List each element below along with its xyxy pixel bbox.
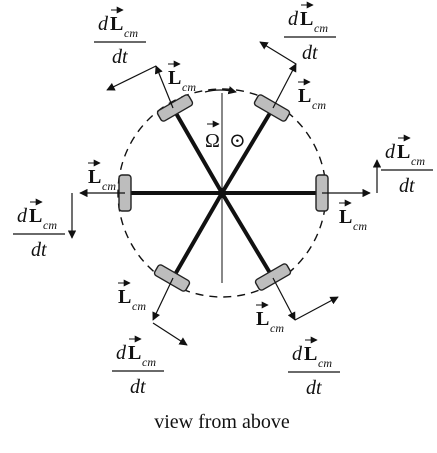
spoke-upper-right [220, 106, 275, 195]
svg-text:dt: dt [112, 46, 128, 68]
dL-arrow-lower-left [152, 322, 188, 346]
L-label-upper-right: L cm [298, 78, 326, 112]
dL-arrow-upper-left [106, 65, 157, 91]
L-arrow-upper-left [154, 65, 174, 109]
out-of-page-icon: ⊙ [229, 130, 246, 152]
L-label-lower-right: L cm [256, 301, 284, 335]
svg-text:cm: cm [312, 98, 326, 112]
svg-text:L: L [118, 286, 131, 308]
spokes [123, 106, 324, 280]
svg-text:L: L [110, 13, 123, 35]
L-label-left: L cm [88, 159, 116, 193]
dL-arrow-lower-right [294, 296, 339, 321]
svg-text:cm: cm [132, 299, 146, 313]
svg-text:L: L [256, 308, 269, 330]
svg-text:d: d [292, 343, 303, 365]
svg-text:dt: dt [399, 175, 415, 197]
svg-text:cm: cm [124, 26, 138, 40]
svg-text:dt: dt [31, 239, 47, 261]
svg-text:cm: cm [318, 356, 332, 370]
svg-text:dt: dt [130, 376, 146, 398]
dLdt-label-upper-right: d L cm dt [284, 1, 336, 64]
svg-text:L: L [397, 141, 410, 163]
disk-upper-right [253, 94, 291, 122]
svg-text:d: d [116, 342, 127, 364]
dLdt-label-right: d L cm dt [381, 134, 433, 197]
disk-lower-right [254, 263, 292, 291]
disk-upper-left [156, 94, 194, 122]
spoke-upper-left [171, 106, 224, 195]
L-label-right: L cm [339, 199, 367, 233]
svg-text:cm: cm [43, 218, 57, 232]
svg-text:L: L [128, 342, 141, 364]
omega-symbol: Ω [205, 130, 220, 152]
caption: view from above [154, 411, 290, 433]
svg-text:d: d [288, 8, 299, 30]
L-label-lower-left: L cm [118, 279, 146, 313]
omega-label: Ω ⊙ [205, 120, 246, 152]
spoke-lower-right [220, 191, 275, 280]
svg-text:L: L [298, 85, 311, 107]
L-arrow-lower-left [152, 277, 174, 321]
svg-text:cm: cm [270, 321, 284, 335]
svg-text:dt: dt [306, 377, 322, 399]
svg-text:L: L [88, 166, 101, 188]
rotation-direction-arrow [204, 86, 237, 95]
svg-text:cm: cm [314, 21, 328, 35]
dLdt-label-upper-left: d L cm dt [94, 6, 146, 68]
L-arrow-lower-right [272, 277, 296, 321]
L-arrow-upper-right [272, 63, 297, 109]
dLdt-label-left: d L cm dt [13, 198, 65, 261]
svg-text:cm: cm [411, 154, 425, 168]
svg-text:cm: cm [102, 179, 116, 193]
svg-text:L: L [168, 67, 181, 89]
svg-text:d: d [98, 13, 109, 35]
svg-text:cm: cm [182, 80, 196, 94]
svg-text:d: d [17, 205, 28, 227]
dL-arrow-upper-right [259, 41, 297, 65]
dLdt-label-lower-left: d L cm dt [112, 335, 164, 398]
svg-text:L: L [339, 206, 352, 228]
svg-text:dt: dt [302, 42, 318, 64]
dLdt-label-lower-right: d L cm dt [288, 336, 340, 399]
svg-text:d: d [385, 141, 396, 163]
svg-text:L: L [300, 8, 313, 30]
svg-text:cm: cm [142, 355, 156, 369]
disk-lower-left [153, 264, 191, 292]
spoke-lower-left [171, 191, 224, 280]
svg-text:L: L [29, 205, 42, 227]
svg-text:L: L [304, 343, 317, 365]
svg-text:cm: cm [353, 219, 367, 233]
L-label-upper-left: L cm [168, 60, 196, 94]
